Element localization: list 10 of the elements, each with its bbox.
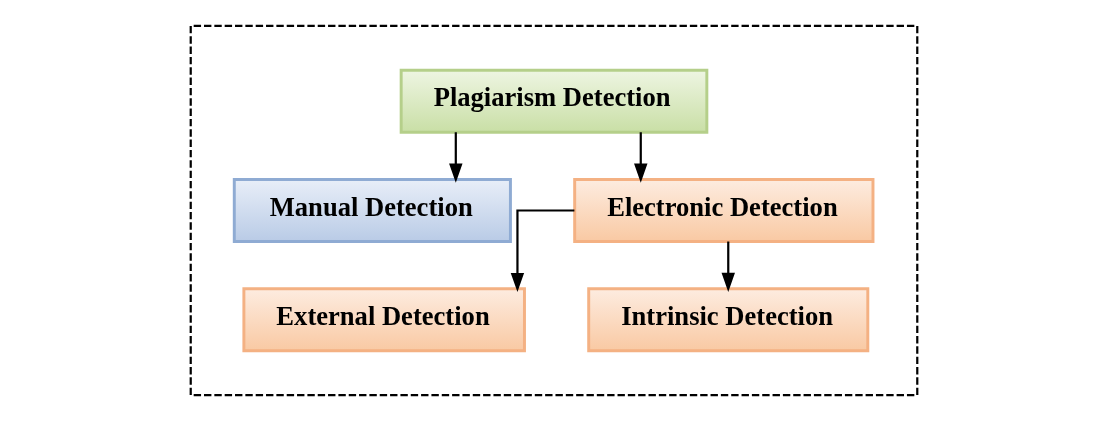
arrow — [510, 209, 575, 293]
node-box: Electronic Detection — [573, 178, 875, 243]
node-box: Manual Detection — [232, 178, 512, 243]
arrow — [721, 241, 735, 293]
arrow — [449, 132, 463, 183]
cluster — [189, 24, 919, 397]
arrow — [634, 132, 648, 183]
node-box: Intrinsic Detection — [587, 287, 870, 353]
node-box: External Detection — [242, 287, 526, 353]
node-box: Plagiarism Detection — [399, 68, 709, 134]
